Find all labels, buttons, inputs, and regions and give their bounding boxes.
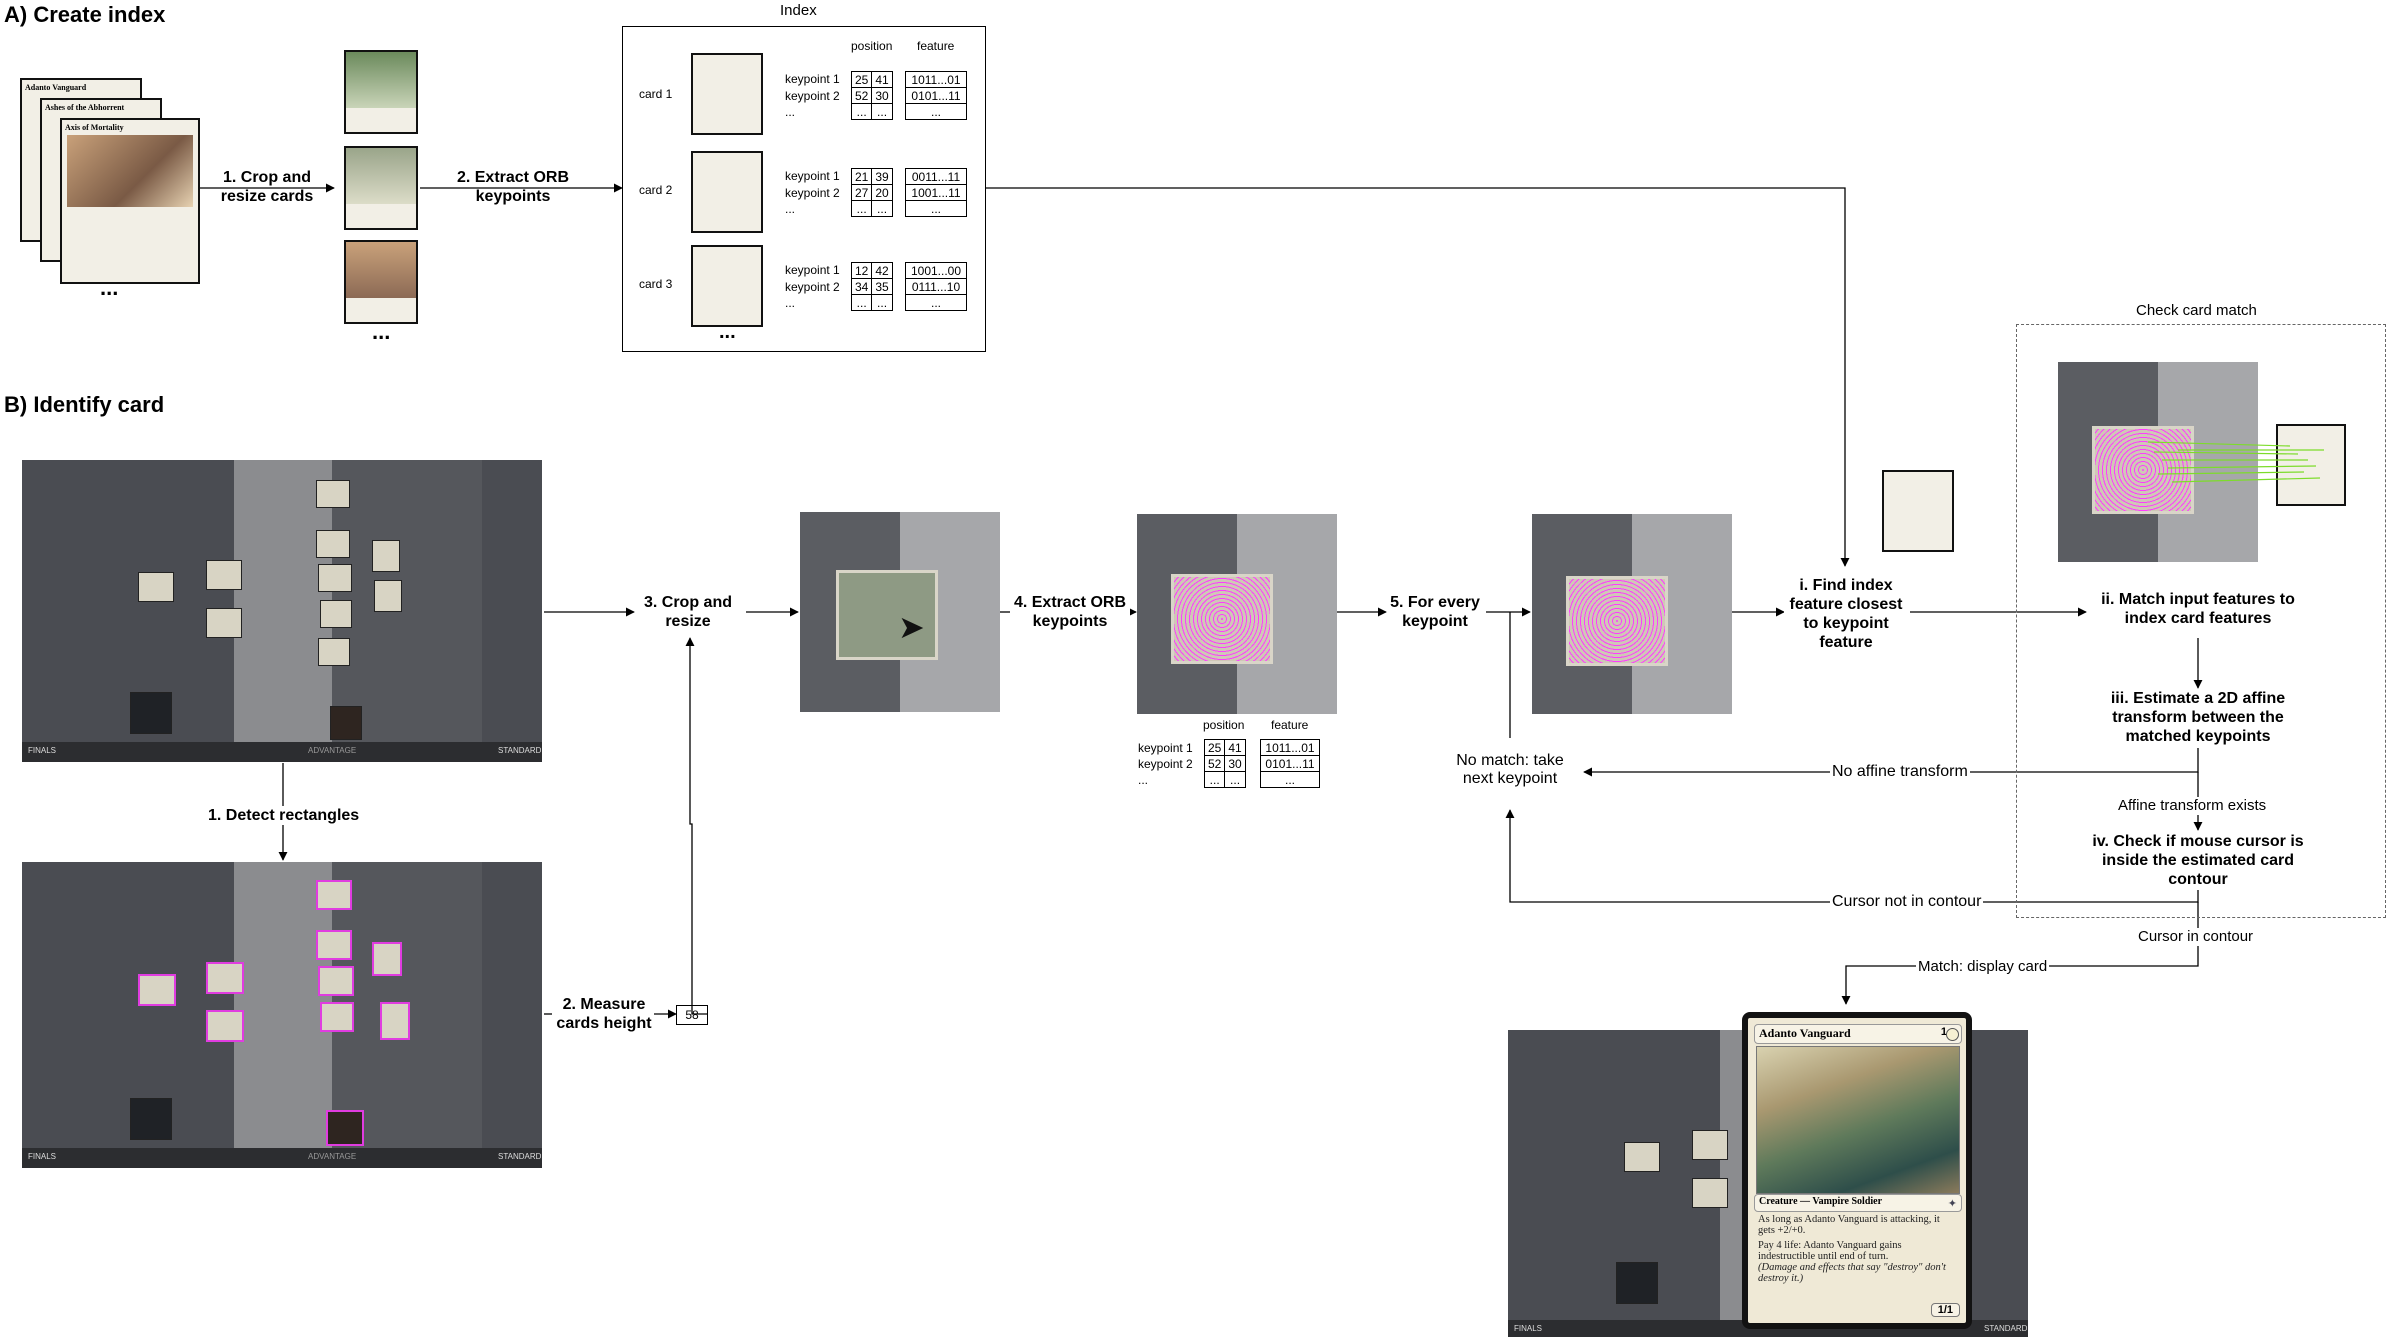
step-estimate-affine: iii. Estimate a 2D affine transform betw…: [2090, 689, 2306, 746]
cursor-not-label: Cursor not in contour: [1830, 893, 1984, 911]
index-kp-label: keypoint 2: [785, 89, 840, 103]
index-kp-label: keypoint 2: [785, 186, 840, 200]
deck-card-art: [67, 135, 193, 207]
affine-exists-label: Affine transform exists: [2116, 797, 2269, 815]
board-logo-right: STANDARD: [498, 1152, 542, 1161]
step-find-closest: i. Find index feature closest to keypoin…: [1784, 576, 1908, 652]
board-logo-right: STANDARD: [498, 746, 542, 755]
step-crop-and-resize: 3. Crop and resize: [636, 593, 740, 631]
result-card-ability-2: Pay 4 life: Adanto Vanguard gains indest…: [1758, 1240, 1902, 1262]
cursor-in-label: Cursor in contour: [2136, 928, 2256, 946]
result-card-text-box: As long as Adanto Vanguard is attacking,…: [1758, 1214, 1956, 1284]
step-measure-height: 2. Measure cards height: [556, 996, 652, 1032]
index-card-image: [691, 245, 763, 327]
index-kp-label: keypoint 1: [785, 263, 840, 277]
step-detect-rectangles: 1. Detect rectangles: [206, 806, 362, 825]
result-card-type-bar: Creature — Vampire Soldier ✦: [1754, 1194, 1962, 1212]
card-height-value: 58: [676, 1005, 708, 1025]
section-b-title: B) Identify card: [4, 392, 165, 417]
board-logo-center: ADVANTAGE: [308, 1152, 357, 1161]
card-deck-stack: Adanto Vanguard Ashes of the Abhorrent A…: [20, 78, 200, 288]
index-box: position feature card 1 keypoint 1 keypo…: [622, 26, 986, 352]
step-for-every-keypoint: 5. For every keypoint: [1390, 594, 1480, 630]
index-feature-table: 1001...00 0111...10 ...: [905, 262, 967, 311]
result-card-cost: 1: [1940, 1026, 1947, 1038]
feat-kp-label: keypoint 2: [1138, 757, 1193, 771]
result-card-ability-1: As long as Adanto Vanguard is attacking,…: [1758, 1214, 1940, 1236]
board-screenshot-input: FINALS ADVANTAGE STANDARD: [22, 460, 542, 762]
board-logo-left: FINALS: [28, 746, 57, 755]
result-card-pt: 1/1: [1930, 1303, 1960, 1317]
match-visualization: [2058, 362, 2348, 562]
index-kp-more: ...: [785, 296, 796, 310]
display-card-label: Match: display card: [1916, 958, 2050, 976]
result-card-name: Adanto Vanguard: [1759, 1026, 1851, 1040]
index-title: Index: [780, 2, 817, 19]
board-logo-left: FINALS: [1514, 1324, 1543, 1333]
set-symbol-icon: ✦: [1947, 1198, 1957, 1210]
feat-col-feature: feature: [1271, 718, 1309, 732]
feat-feature-table: 1011...01 0101...11 ...: [1260, 739, 1320, 788]
result-card-art: [1756, 1046, 1960, 1194]
keypoints-view: [1137, 514, 1337, 714]
deck-ellipsis: ...: [100, 275, 119, 300]
index-feature-table: 0011...11 1001...11 ...: [905, 168, 967, 217]
board-logo-left: FINALS: [28, 1152, 57, 1161]
white-mana-icon: [1946, 1028, 1959, 1041]
step-extract-orb: 2. Extract ORB keypoints: [456, 169, 570, 205]
closest-index-card: [1882, 470, 1954, 552]
resized-card-3: [344, 240, 418, 324]
resized-ellipsis: ...: [372, 319, 391, 344]
index-feature-table: 1011...01 0101...11 ...: [905, 71, 967, 120]
feat-kp-label: keypoint 1: [1138, 741, 1193, 755]
deck-card-name: Axis of Mortality: [65, 123, 124, 132]
result-card-reminder: (Damage and effects that say "destroy" d…: [1758, 1262, 1946, 1284]
result-card: Adanto Vanguard 1 Creature — Vampire Sol…: [1742, 1012, 1972, 1329]
index-kp-more: ...: [785, 202, 796, 216]
index-card-label: card 2: [639, 183, 673, 197]
index-card-label: card 3: [639, 277, 673, 291]
index-card-image: [691, 53, 763, 135]
board-logo-right: STANDARD: [1984, 1324, 2028, 1333]
index-col-feature: feature: [917, 39, 955, 53]
check-card-match-title: Check card match: [2136, 302, 2257, 319]
keypoints-view-loop: [1532, 514, 1732, 714]
board-logo-center: ADVANTAGE: [308, 746, 357, 755]
index-card-label: card 1: [639, 87, 673, 101]
result-card-type: Creature — Vampire Soldier: [1759, 1196, 1883, 1207]
index-kp-more: ...: [785, 105, 796, 119]
arrow-index-to-find: [986, 187, 1850, 567]
feat-col-position: position: [1203, 718, 1245, 732]
index-kp-label: keypoint 1: [785, 169, 840, 183]
index-kp-label: keypoint 1: [785, 72, 840, 86]
index-col-position: position: [851, 39, 893, 53]
step-check-cursor: iv. Check if mouse cursor is inside the …: [2090, 832, 2306, 889]
no-affine-label: No affine transform: [1830, 763, 1970, 781]
index-more-cards: ...: [719, 321, 736, 343]
index-card-image: [691, 151, 763, 233]
step-extract-orb-b: 4. Extract ORB keypoints: [1010, 593, 1130, 631]
deck-card-front: Axis of Mortality: [60, 118, 200, 284]
step-match-features: ii. Match input features to index card f…: [2088, 590, 2308, 628]
index-kp-label: keypoint 2: [785, 280, 840, 294]
deck-card-name: Ashes of the Abhorrent: [45, 103, 125, 112]
resized-card-2: [344, 146, 418, 230]
board-screenshot-detected: FINALS ADVANTAGE STANDARD: [22, 862, 542, 1168]
feat-kp-more: ...: [1138, 773, 1149, 787]
mouse-cursor-icon: ➤: [898, 609, 925, 645]
cropped-view: ➤: [800, 512, 1000, 712]
deck-card-name: Adanto Vanguard: [25, 83, 87, 92]
no-match-label: No match: take next keypoint: [1448, 752, 1572, 788]
resized-card-1: [344, 50, 418, 134]
step-crop-resize: 1. Crop and resize cards: [220, 169, 314, 205]
section-a-title: A) Create index: [4, 2, 166, 27]
match-lines: [2147, 441, 2324, 483]
result-card-title-bar: Adanto Vanguard 1: [1754, 1024, 1962, 1044]
arrow-measure-to-crop: [685, 637, 708, 1015]
